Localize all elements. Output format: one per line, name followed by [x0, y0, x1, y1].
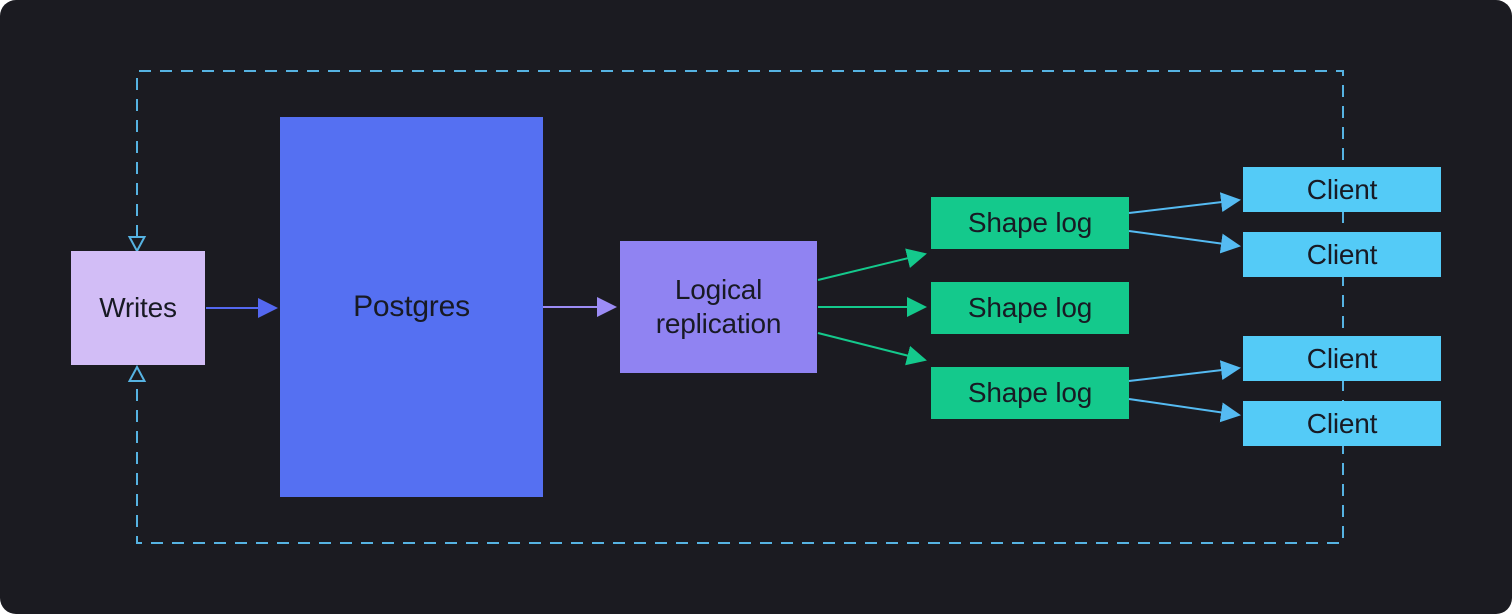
edge-logical-shapelog-3 [817, 332, 927, 366]
node-client-3: Client [1243, 336, 1441, 381]
node-writes: Writes [71, 251, 205, 365]
node-client-1: Client [1243, 167, 1441, 212]
node-postgres: Postgres [280, 117, 543, 497]
node-client-4: Client [1243, 401, 1441, 446]
edge-logical-shapelog-1 [817, 248, 927, 281]
open-arrowhead-bottom-icon [127, 364, 147, 382]
edge-shapelog3-client4 [1128, 398, 1241, 423]
dashed-feedback-loop [136, 70, 1344, 544]
node-logical-replication: Logical replication [620, 241, 817, 373]
open-arrowhead-top-icon [127, 236, 147, 254]
node-shape-log-3: Shape log [931, 367, 1129, 419]
node-shape-log-1: Shape log [931, 197, 1129, 249]
edge-shapelog1-client1 [1128, 192, 1241, 214]
edge-shapelog3-client3 [1128, 360, 1241, 382]
node-shape-log-2: Shape log [931, 282, 1129, 334]
edge-shapelog1-client2 [1128, 230, 1241, 254]
node-client-2: Client [1243, 232, 1441, 277]
